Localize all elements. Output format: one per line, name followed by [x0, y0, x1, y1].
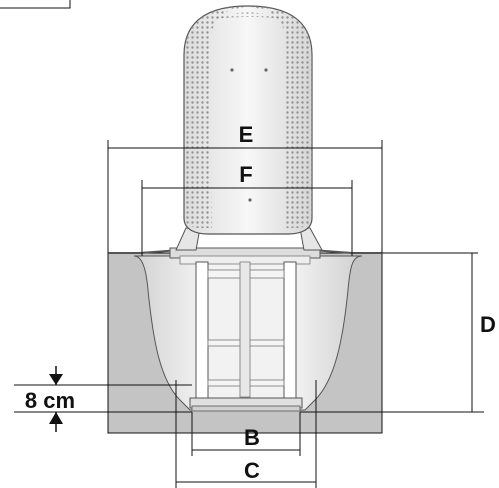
- cover-detail-dot: [248, 198, 252, 202]
- label-b: B: [244, 425, 260, 450]
- dimension-f: [141, 180, 353, 256]
- cover-perforations-left: [184, 6, 248, 228]
- cover-detail-dot: [230, 68, 234, 72]
- depth-marker: [14, 366, 192, 432]
- cover-top-perforations: [212, 12, 284, 20]
- cover-detail-dot: [264, 68, 268, 72]
- dimension-c: [175, 380, 317, 488]
- label-f: F: [239, 162, 252, 187]
- corner-box-fragment: [0, 0, 71, 9]
- label-c: C: [244, 458, 260, 483]
- label-depth: 8 cm: [25, 388, 75, 413]
- left-deck-edge: [108, 249, 181, 254]
- arrow-down-icon: [49, 374, 63, 385]
- cover-perforations-right: [248, 6, 312, 228]
- ladder-frame: [189, 261, 303, 412]
- dimension-d: [300, 252, 484, 413]
- label-d: D: [480, 312, 496, 337]
- arrow-up-icon: [49, 412, 63, 424]
- dimension-b: [191, 412, 301, 456]
- label-e: E: [239, 122, 254, 147]
- dimension-e: [107, 140, 383, 253]
